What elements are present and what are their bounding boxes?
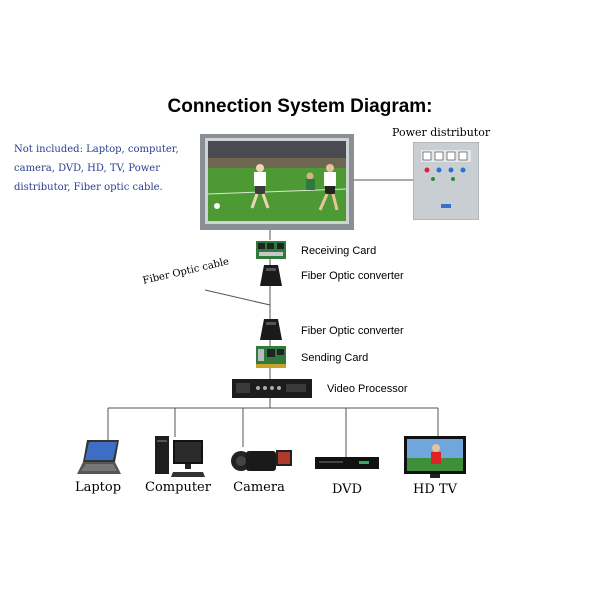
not-included-note: Not included: Laptop, computer, camera, … [14,144,179,193]
sending-card-icon [256,346,286,368]
receiving-card-label: Receiving Card [301,245,377,257]
device-label-camera: Camera [233,480,285,495]
tv-icon [404,436,466,478]
receiving-card-icon [256,241,286,259]
device-label-computer: Computer [145,480,211,495]
page-title: Connection System Diagram: [167,96,433,117]
video-processor-label: Video Processor [327,383,408,395]
fiber-converter-icon [260,319,282,340]
device-label-hd-tv: HD TV [413,482,457,497]
laptop-icon [77,440,121,474]
video-processor-icon [232,379,312,398]
camera-icon [231,450,292,471]
fiber-converter-bottom-label: Fiber Optic converter [301,325,404,337]
fiber-converter-top-label: Fiber Optic converter [301,270,404,282]
fiber-converter-icon [260,265,282,286]
sending-card-label: Sending Card [301,352,369,364]
led-screen-icon [200,134,354,230]
power-distributor-label: Power distributor [392,126,491,139]
device-label-laptop: Laptop [74,480,122,495]
power-cabinet-icon [413,142,479,220]
dvd-icon [315,457,379,469]
computer-icon [155,436,205,477]
device-label-dvd: DVD [331,482,362,497]
